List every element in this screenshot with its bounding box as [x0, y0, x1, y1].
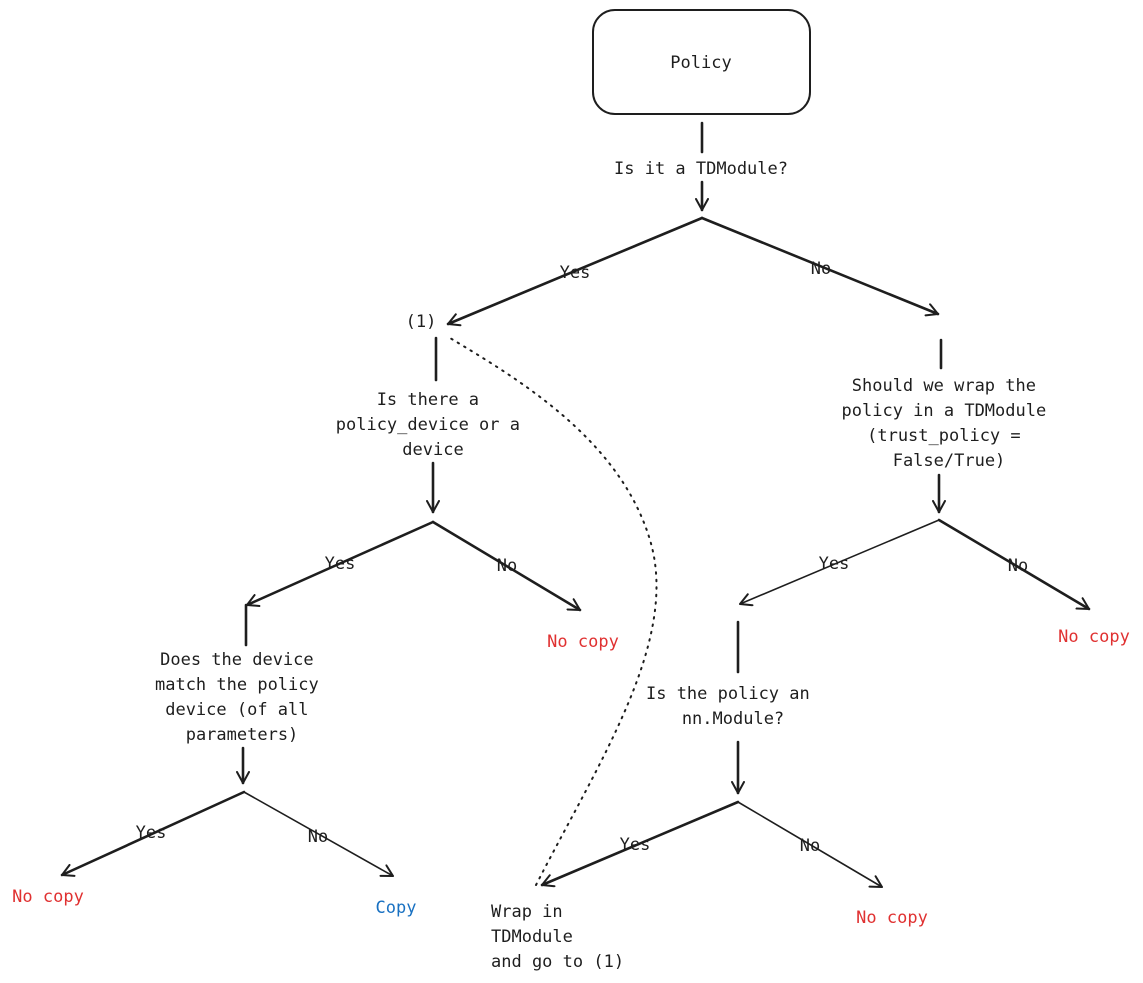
tdmodule-no-label: No [811, 259, 831, 279]
wrap-question-line: False/True) [893, 451, 1006, 471]
nnmodule-no-edge [737, 801, 883, 888]
match-copy-leaf: Copy [376, 898, 417, 918]
device-yes-label: Yes [325, 554, 356, 574]
device-yes-edge [245, 520, 435, 607]
match-question-line: parameters) [186, 725, 299, 745]
device-no-copy-leaf: No copy [547, 632, 619, 652]
nnmodule-yes-label: Yes [620, 835, 651, 855]
wrap-goto-line: TDModule [491, 927, 573, 947]
wrap-question: Should we wrap the policy in a TDModule … [842, 376, 1057, 471]
wrap-goto-line: Wrap in [491, 902, 563, 922]
match-yes-edge [60, 790, 246, 877]
wrap-yes-label: Yes [819, 554, 850, 574]
wrap-question-line: (trust_policy = [867, 426, 1021, 446]
nnmodule-question: Is the policy an nn.Module? [646, 684, 820, 729]
match-yes-label: Yes [136, 823, 167, 843]
wrap-goto-line: and go to (1) [491, 952, 624, 972]
match-no-edge [243, 791, 394, 877]
device-no-edge [431, 520, 582, 612]
match-no-label: No [308, 827, 328, 847]
match-question-line: match the policy [155, 675, 319, 695]
tdmodule-yes-edge [446, 216, 704, 327]
tdmodule-question: Is it a TDModule? [614, 159, 788, 179]
nnmodule-question-line: nn.Module? [682, 709, 784, 729]
nnmodule-no-label: No [800, 836, 820, 856]
match-no-copy-leaf: No copy [12, 887, 84, 907]
match-question-line: Does the device [160, 650, 314, 670]
device-question-line: device [402, 440, 463, 460]
nnmodule-yes-edge [540, 800, 740, 888]
device-question-line: policy_device or a [336, 415, 520, 435]
device-question: Is there a policy_device or a device [336, 390, 530, 460]
wrap-no-label: No [1008, 556, 1028, 576]
nnmodule-no-copy-leaf: No copy [856, 908, 928, 928]
match-question: Does the device match the policy device … [155, 650, 329, 745]
policy-node-label: Policy [670, 53, 731, 73]
nnmodule-question-line: Is the policy an [646, 684, 810, 704]
policy-node: Policy [592, 9, 811, 115]
tdmodule-no-edge [700, 216, 940, 317]
wrap-question-line: Should we wrap the [852, 376, 1036, 396]
wrap-no-copy-leaf: No copy [1058, 627, 1130, 647]
wrap-no-edge [937, 518, 1091, 611]
wrap-yes-edge [739, 519, 940, 607]
match-question-line: device (of all [165, 700, 308, 720]
reference-one-label: (1) [406, 312, 437, 332]
wrap-question-line: policy in a TDModule [842, 401, 1047, 421]
policy-node-box [592, 9, 811, 115]
device-question-line: Is there a [377, 390, 479, 410]
loop-back-dotted-edge [449, 337, 658, 886]
device-no-label: No [497, 556, 517, 576]
wrap-goto-leaf: Wrap in TDModule and go to (1) [491, 902, 624, 972]
tdmodule-yes-label: Yes [560, 263, 591, 283]
